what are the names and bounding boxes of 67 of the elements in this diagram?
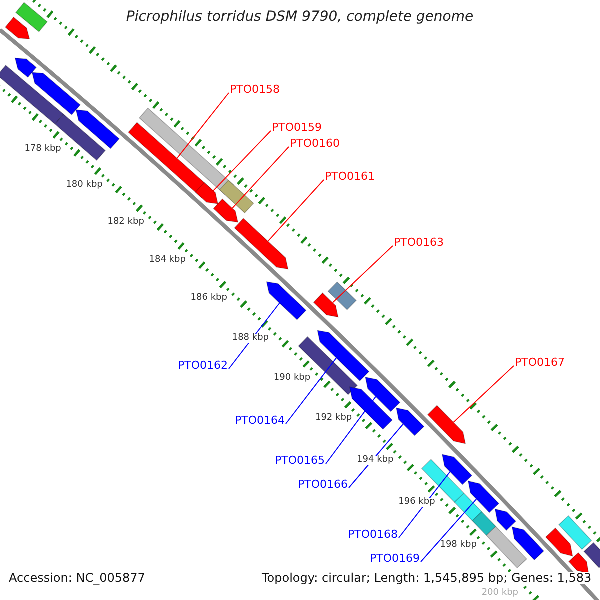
leader-line bbox=[212, 130, 272, 192]
scale-label: 178 kbp bbox=[24, 145, 62, 154]
leader-line bbox=[286, 358, 338, 424]
scale-label: 182 kbp bbox=[108, 218, 144, 228]
gene-block bbox=[468, 480, 500, 514]
scale-label: 194 kbp bbox=[357, 456, 394, 465]
gene-bar bbox=[15, 2, 48, 32]
gene-label: PTO0167 bbox=[515, 357, 566, 368]
gene-label: PTO0160 bbox=[290, 138, 340, 149]
gene-label: PTO0165 bbox=[275, 455, 326, 466]
leader-line bbox=[332, 246, 394, 304]
scale-label: 198 kbp bbox=[440, 541, 477, 550]
gene-block bbox=[195, 182, 219, 204]
gene-bar bbox=[584, 542, 600, 569]
leader-line bbox=[326, 396, 376, 464]
footer-text: Topology: circular; Length: 1,545,895 bp; Genes: 1,583 bbox=[262, 572, 592, 584]
gene-label: PTO0161 bbox=[325, 171, 376, 182]
gene-bar bbox=[0, 64, 64, 125]
gene-block bbox=[4, 16, 30, 40]
gene-bar bbox=[219, 180, 254, 214]
gene-block bbox=[32, 72, 81, 116]
scale-label: 188 kbp bbox=[232, 334, 270, 343]
gene-label: PTO0163 bbox=[394, 237, 444, 248]
gene-block bbox=[442, 454, 473, 486]
gene-label: PTO0168 bbox=[348, 529, 398, 540]
scale-label: 200 kbp bbox=[482, 589, 519, 598]
leader-line bbox=[232, 146, 290, 209]
gene-block bbox=[76, 110, 120, 150]
gene-block bbox=[427, 405, 466, 444]
gene-bar bbox=[328, 282, 357, 310]
gene-block bbox=[14, 58, 38, 78]
gene-bar bbox=[486, 526, 528, 569]
gene-block bbox=[545, 528, 574, 557]
gene-block bbox=[234, 218, 289, 270]
leader-line bbox=[420, 498, 478, 562]
leader-line bbox=[268, 180, 324, 242]
gene-label: PTO0162 bbox=[178, 360, 228, 371]
scale-label: 190 kbp bbox=[274, 374, 311, 383]
gene-bar bbox=[472, 511, 497, 536]
scale-label: 196 kbp bbox=[398, 498, 436, 508]
scale-label: 180 kbp bbox=[66, 181, 103, 190]
leader-line bbox=[176, 92, 230, 159]
gene-block bbox=[494, 508, 517, 532]
title: Picrophilus torridus DSM 9790, complete genome bbox=[125, 10, 475, 24]
leader-line bbox=[348, 424, 404, 488]
leader-line bbox=[228, 302, 280, 370]
gene-bar bbox=[454, 492, 483, 522]
scale-label: 192 kbp bbox=[315, 414, 352, 424]
gene-bar bbox=[558, 515, 592, 550]
leader-line bbox=[453, 366, 514, 424]
gene-block bbox=[313, 292, 339, 318]
gene-block bbox=[317, 330, 370, 382]
scale-label: 184 kbp bbox=[149, 256, 186, 265]
leader-line bbox=[398, 471, 451, 538]
scale-label: 186 kbp bbox=[190, 294, 228, 304]
gene-block bbox=[396, 408, 425, 436]
gene-label: PTO0164 bbox=[235, 415, 286, 426]
footer-text: Accession: NC_005877 bbox=[9, 572, 146, 584]
gene-label: PTO0158 bbox=[230, 84, 280, 95]
gene-label: PTO0159 bbox=[272, 122, 322, 133]
gene-block bbox=[568, 552, 590, 574]
gene-label: PTO0169 bbox=[370, 553, 420, 564]
gene-block bbox=[213, 198, 239, 223]
gene-block bbox=[365, 376, 401, 412]
gene-label: PTO0166 bbox=[298, 479, 348, 490]
gene-block bbox=[512, 526, 545, 561]
gene-block bbox=[266, 282, 307, 320]
